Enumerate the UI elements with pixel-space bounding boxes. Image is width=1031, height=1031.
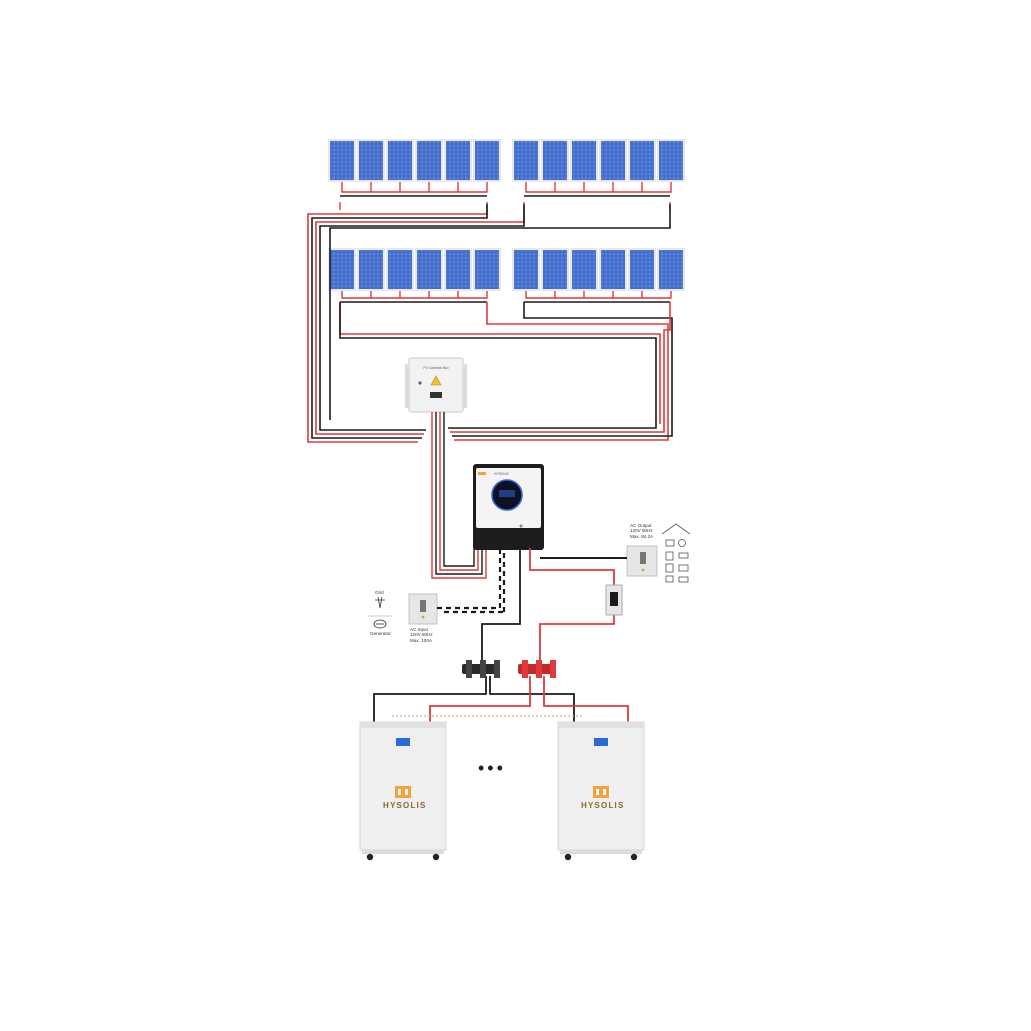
solar-panel	[659, 141, 683, 180]
battery-dc-wiring	[373, 548, 629, 724]
grid-label: Grid	[375, 590, 384, 595]
ac-output-label: AC Output 120V 60Hz Max. 84.2A	[630, 523, 653, 539]
negative-busbar	[462, 660, 500, 678]
solar-panel	[446, 141, 470, 180]
ac-output-line3: Max. 84.2A	[630, 533, 654, 539]
battery-cabinet-1	[359, 721, 447, 861]
generator-label: Generator	[370, 631, 391, 636]
dc-fuse	[605, 584, 623, 616]
house-icon	[661, 523, 691, 535]
generator-icon	[373, 619, 387, 629]
grid-tower-icon	[375, 596, 385, 609]
ac-input-line1: AC Input	[410, 627, 428, 632]
solar-panel	[475, 250, 499, 289]
ac-input-cable	[437, 548, 504, 614]
tv-icon	[665, 539, 675, 547]
solar-panel	[330, 141, 354, 180]
inverter-brand: HYSOLIS	[494, 472, 509, 476]
solar-panel	[446, 250, 470, 289]
battery-cabinet-2	[557, 721, 645, 861]
combiner-output-cables	[431, 412, 487, 579]
fridge-icon	[665, 551, 674, 561]
solar-panel	[359, 250, 383, 289]
solar-array-row-2	[328, 248, 685, 291]
ac-output-line1: AC Output	[630, 523, 652, 528]
more-batteries-ellipsis: •••	[478, 758, 506, 778]
combiner-title: PV Combiner Box	[423, 366, 449, 370]
positive-busbar	[518, 660, 556, 678]
battery-1-brand: HYSOLIS	[383, 801, 427, 810]
solar-panel	[330, 250, 354, 289]
pv-homerun-left	[307, 204, 661, 443]
solar-panel	[359, 141, 383, 180]
solar-panel	[601, 141, 625, 180]
solar-panel	[388, 250, 412, 289]
solar-panel	[630, 141, 654, 180]
solar-panel	[601, 250, 625, 289]
solar-panel	[572, 250, 596, 289]
laptop-icon	[678, 576, 689, 583]
solar-panel	[543, 250, 567, 289]
solar-panel	[475, 141, 499, 180]
solar-panel	[543, 141, 567, 180]
ac-unit-icon	[678, 552, 689, 559]
solar-panel	[514, 250, 538, 289]
solar-panel	[630, 250, 654, 289]
ac-input-line2: 120V 60Hz	[410, 632, 433, 638]
solar-array-row-1	[328, 139, 685, 182]
ac-input-label: AC Input 120V 60Hz Max. 100A	[410, 627, 433, 643]
hybrid-inverter	[473, 464, 544, 550]
battery-2-brand: HYSOLIS	[581, 801, 625, 810]
ac-input-line3: Max. 100A	[410, 637, 432, 643]
printer-icon	[665, 575, 674, 583]
ac-input-breaker	[408, 593, 438, 625]
fan-icon	[678, 539, 686, 547]
solar-panel	[388, 141, 412, 180]
solar-panel	[659, 250, 683, 289]
pv-homerun-right	[329, 204, 673, 441]
ac-output-line2: 120V 60Hz	[630, 528, 653, 534]
solar-panel	[514, 141, 538, 180]
pv-combiner-box	[405, 357, 467, 413]
solar-panel	[572, 141, 596, 180]
home-loads-icons	[661, 523, 691, 583]
washer-icon	[665, 563, 674, 573]
solar-panel	[417, 250, 441, 289]
ac-output-breaker	[626, 545, 658, 577]
solar-panel	[417, 141, 441, 180]
microwave-icon	[678, 564, 689, 572]
